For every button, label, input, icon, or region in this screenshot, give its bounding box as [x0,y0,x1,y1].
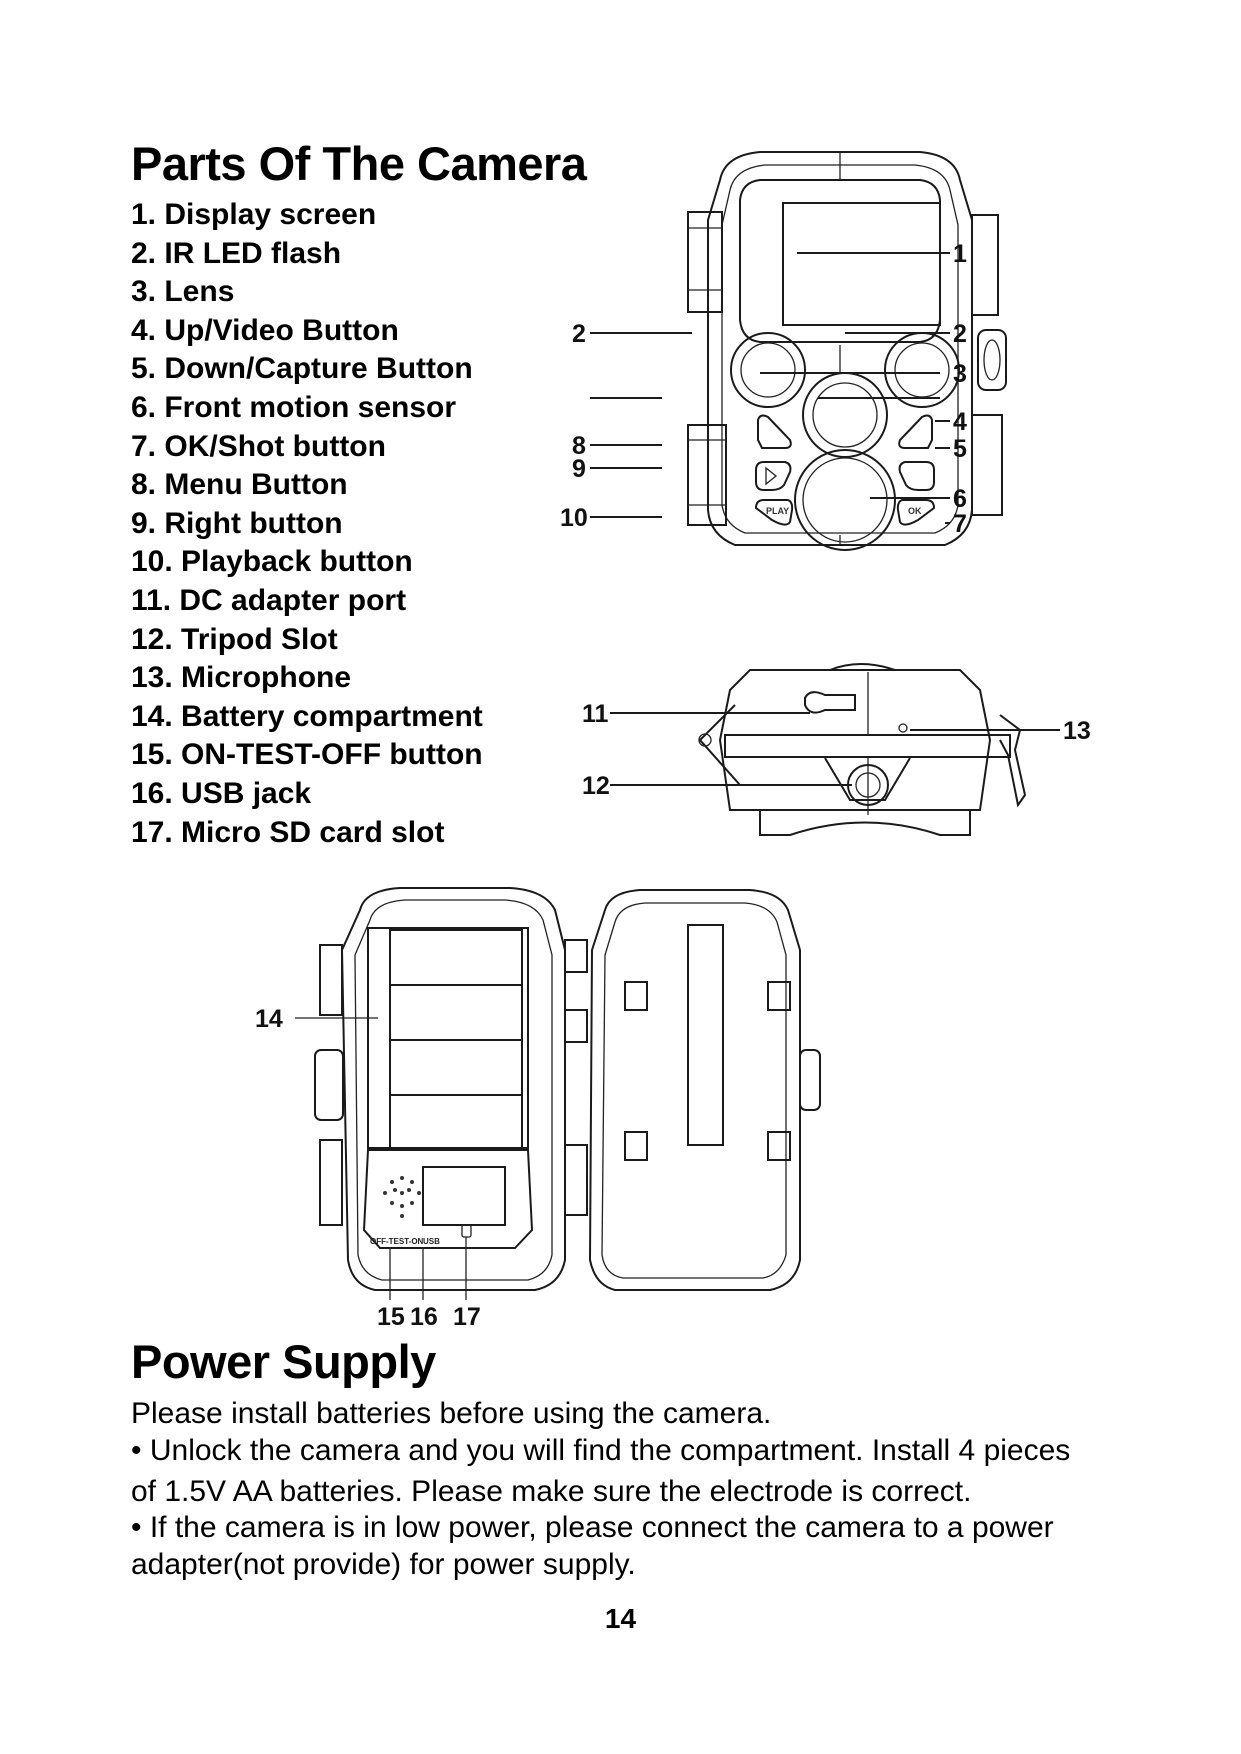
part-item: 10. Playback button [131,545,413,579]
callout-10: 10 [560,504,588,532]
callout-5: 5 [953,435,967,463]
ir-flash-right [884,332,960,408]
callout-4: 4 [953,408,967,436]
microphone-hole [898,723,908,733]
part-item: 3. Lens [131,275,235,309]
callout-2-right: 2 [953,320,967,348]
ir-flash-left [730,332,806,408]
callout-3: 3 [953,360,967,388]
callout-12: 12 [582,772,610,800]
power-text-line: Please install batteries before using th… [131,1397,772,1430]
dc-port [804,691,856,714]
part-item: 2. IR LED flash [131,236,342,270]
callout-14: 14 [255,1005,283,1033]
part-item: 5. Down/Capture Button [131,352,473,386]
parts-list: 1. Display screen 2. IR LED flash 3. Len… [131,196,483,852]
part-item: 4. Up/Video Button [131,313,399,347]
part-item: 9. Right button [131,506,343,540]
callout-1: 1 [953,240,967,268]
battery-slot [389,929,523,986]
callout-2-left: 2 [572,320,586,348]
part-item: 6. Front motion sensor [131,390,457,424]
page-number: 14 [604,1603,637,1634]
battery-slot [389,1094,523,1149]
usb-label: USB [423,1237,440,1246]
speaker-grille [383,1176,421,1218]
part-item: 16. USB jack [131,776,312,810]
battery-slot [389,1039,523,1096]
menu-button-shape [757,414,792,449]
callout-13: 13 [1063,717,1091,745]
camera-front-diagram: PLAY OK 1 2 2 3 4 5 6 7 8 9 10 [560,151,1007,551]
part-item: 15. ON-TEST-OFF button [131,738,483,772]
callout-15: 15 [377,1303,405,1331]
switch-label: OFF-TEST-ON [370,1237,424,1246]
power-text-line: of 1.5V AA batteries. Please make sure t… [131,1475,972,1508]
play-button-label: PLAY [766,506,789,516]
callout-11: 11 [582,700,609,728]
power-text-line: • If the camera is in low power, please … [131,1511,1054,1544]
power-title: Power Supply [131,1335,436,1388]
ok-button-label: OK [908,506,922,516]
callout-17: 17 [453,1303,481,1331]
part-item: 8. Menu Button [131,468,348,502]
callout-16: 16 [410,1303,438,1331]
callout-9: 9 [572,455,586,483]
part-item: 13. Microphone [131,661,352,695]
part-item: 11. DC adapter port [131,583,407,617]
part-item: 14. Battery compartment [131,699,483,733]
callout-6: 6 [953,485,967,513]
battery-slot [389,984,523,1041]
part-item: 7. OK/Shot button [131,429,386,463]
power-text-line: adapter(not provide) for power supply. [131,1548,636,1581]
callout-7: 7 [953,510,967,538]
part-item: 12. Tripod Slot [131,622,338,656]
callout-8: 8 [572,432,586,460]
display-screen [782,202,941,326]
camera-open-diagram: OFF-TEST-ON USB 14 15 16 17 [255,887,821,1331]
camera-bottom-diagram: 11 12 13 [582,663,1091,836]
motion-sensor [794,449,896,551]
parts-title: Parts Of The Camera [131,137,587,190]
lens [802,372,888,458]
door-rib [687,924,724,1146]
part-item: 17. Micro SD card slot [131,815,445,849]
power-text-line: • Unlock the camera and you will find th… [131,1434,1071,1467]
sd-slot [461,1224,472,1238]
part-item: 1. Display screen [131,198,377,231]
